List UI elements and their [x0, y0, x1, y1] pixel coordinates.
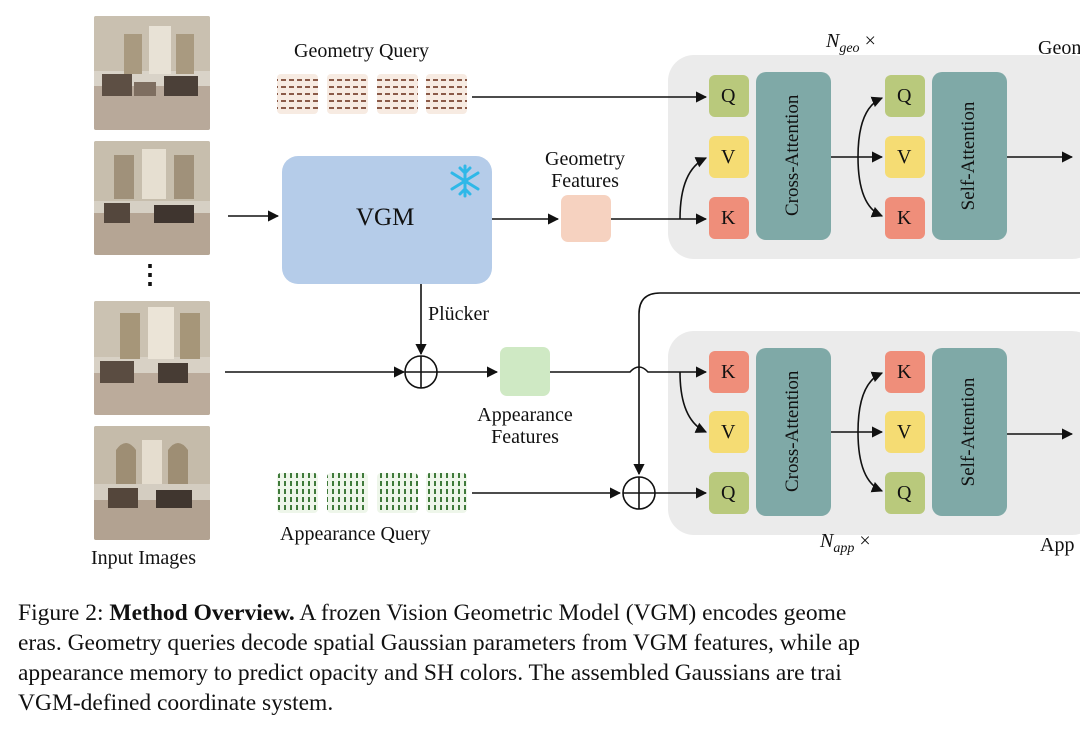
appearance-query-token — [377, 473, 418, 513]
caption-line-1: Figure 2: Method Overview. A frozen Visi… — [18, 598, 1080, 628]
ellipsis: ⋮ — [137, 260, 163, 289]
caption-line-3: appearance memory to predict opacity and… — [18, 660, 842, 686]
app-v2-label: V — [897, 421, 912, 443]
appearance-query-token — [277, 473, 318, 513]
geo-self-attention-label: Self-Attention — [958, 101, 979, 211]
vgm-box — [282, 156, 492, 284]
caption-title: Method Overview. — [109, 600, 295, 626]
appearance-query-token — [426, 473, 467, 513]
geometry-output-label: Geon — [1038, 37, 1080, 59]
app-cross-attention-box — [756, 348, 831, 516]
geo-q2-label: Q — [897, 85, 912, 107]
geo-cross-attention-label: Cross-Attention — [782, 94, 803, 216]
vgm-label: VGM — [356, 204, 415, 231]
appearance-query-label: Appearance Query — [280, 523, 431, 545]
appearance-features-box — [500, 347, 550, 396]
geo-q2-box — [885, 75, 925, 117]
method-overview-diagram: ⋮ Input Images — [91, 16, 1080, 569]
geometry-query-token — [277, 74, 318, 114]
app-q-label: Q — [721, 482, 736, 504]
appearance-features-label: Appearance Features — [477, 404, 573, 448]
app-k-box — [709, 351, 749, 393]
geo-v-label: V — [721, 146, 736, 168]
geo-k2-box — [885, 197, 925, 239]
n-app-label: Napp × — [820, 530, 871, 556]
input-image-2 — [94, 141, 210, 255]
app-cross-attention-label: Cross-Attention — [782, 370, 803, 492]
geo-k-label: K — [721, 207, 736, 229]
app-k2-label: K — [897, 361, 912, 383]
plucker-label: Plücker — [428, 303, 490, 325]
add-operator-icon — [404, 355, 438, 389]
app-k-label: K — [721, 361, 736, 383]
n-geo-label: Ngeo × — [826, 30, 876, 56]
add-operator-icon — [622, 476, 656, 510]
appearance-output-label: App — [1040, 534, 1075, 556]
geo-v2-box — [885, 136, 925, 178]
geo-k2-label: K — [897, 207, 912, 229]
caption-text-1: A frozen Vision Geometric Model (VGM) en… — [294, 600, 847, 626]
caption-prefix: Figure 2: — [18, 600, 110, 626]
app-self-attention-box — [932, 348, 1007, 516]
geometry-features-box — [561, 195, 611, 242]
geo-v2-label: V — [897, 146, 912, 168]
geometry-query-token — [426, 74, 467, 114]
geometry-query-token — [327, 74, 368, 114]
geometry-features-label: Geometry Features — [545, 148, 625, 192]
figure-caption: Figure 2: Method Overview. A frozen Visi… — [18, 598, 1080, 718]
caption-line-2: eras. Geometry queries decode spatial Ga… — [18, 630, 860, 656]
geo-k-box — [709, 197, 749, 239]
diagram-svg — [225, 55, 1080, 535]
geo-cross-attention-box — [756, 72, 831, 240]
caption-line-4: VGM-defined coordinate system. — [18, 690, 334, 716]
appearance-query-token — [327, 473, 368, 513]
app-k2-box — [885, 351, 925, 393]
app-self-attention-label: Self-Attention — [958, 377, 979, 487]
app-q2-label: Q — [897, 482, 912, 504]
input-images-label: Input Images — [91, 547, 196, 569]
app-v2-box — [885, 411, 925, 453]
app-v-label: V — [721, 421, 736, 443]
geometry-query-label: Geometry Query — [294, 40, 429, 62]
app-v-box — [709, 411, 749, 453]
geo-self-attention-box — [932, 72, 1007, 240]
input-image-1 — [94, 16, 210, 130]
input-image-4 — [94, 426, 210, 540]
geo-v-box — [709, 136, 749, 178]
app-q2-box — [885, 472, 925, 514]
geo-q-box — [709, 75, 749, 117]
geo-q-label: Q — [721, 85, 736, 107]
input-image-3 — [94, 301, 210, 415]
snowflake-icon — [450, 164, 480, 198]
geometry-query-token — [377, 74, 418, 114]
app-q-box — [709, 472, 749, 514]
